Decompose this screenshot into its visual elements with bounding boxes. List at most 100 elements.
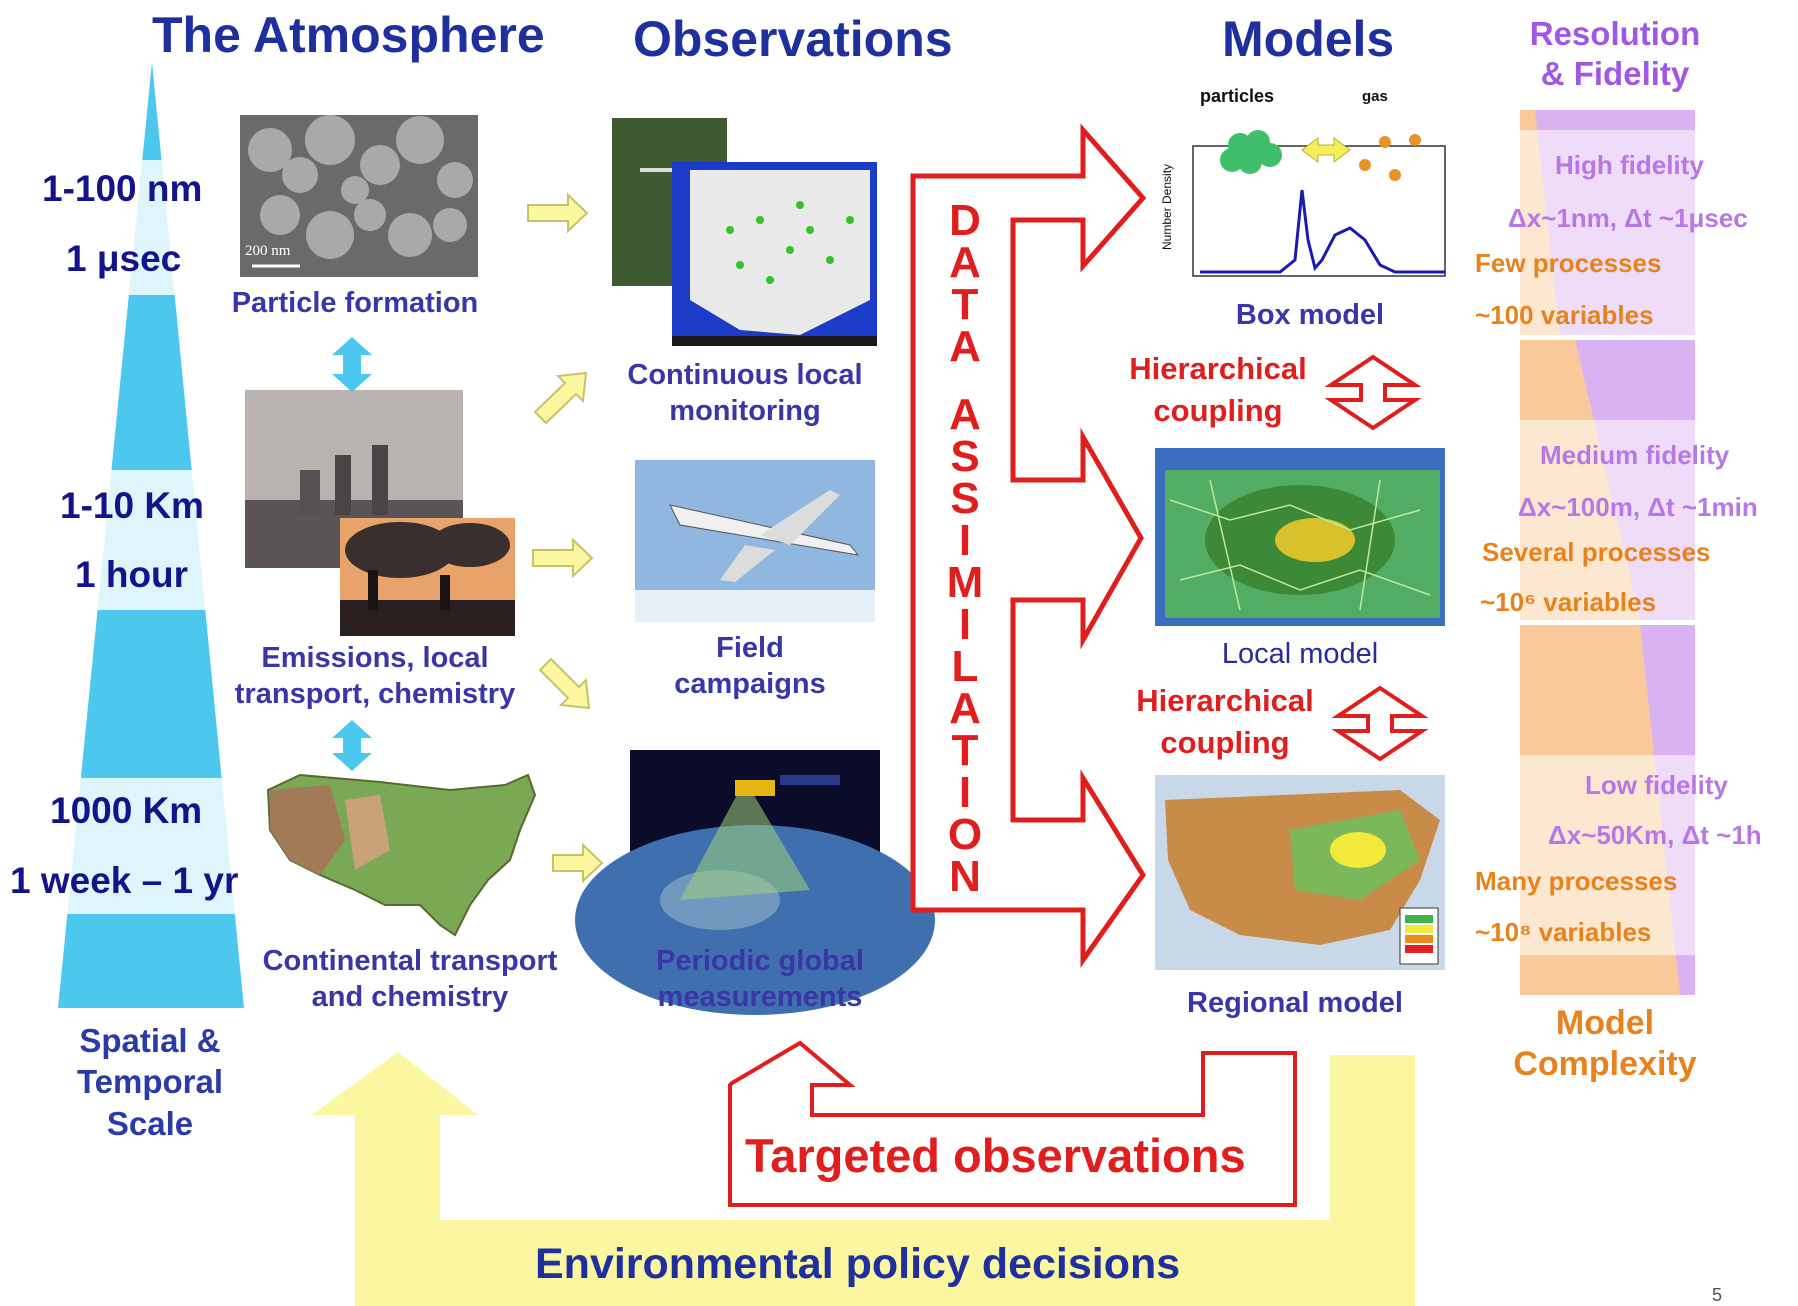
da-letter: A bbox=[949, 322, 981, 371]
medium-variables: ~10⁶ variables bbox=[1480, 587, 1657, 617]
field-caption-line2: campaigns bbox=[674, 668, 826, 701]
model-complexity-label: Model Complexity bbox=[1490, 1003, 1720, 1086]
data-assimilation-bracket bbox=[910, 123, 1147, 968]
low-variables: ~10⁸ variables bbox=[1475, 917, 1652, 947]
obs-arrows bbox=[527, 192, 604, 884]
targeted-observations-label: Targeted observations bbox=[745, 1129, 1246, 1182]
da-letter: A bbox=[949, 390, 981, 439]
low-fidelity: Low fidelity bbox=[1585, 770, 1728, 800]
scale-time-2: 1 hour bbox=[75, 554, 189, 595]
da-letter: T bbox=[951, 280, 979, 329]
pyramid-band-3 bbox=[40, 778, 260, 914]
monitoring-map-image bbox=[672, 162, 877, 346]
da-letter: A bbox=[949, 238, 981, 287]
continental-caption-line2: and chemistry bbox=[311, 981, 509, 1014]
regional-model-caption: Regional model bbox=[1187, 987, 1403, 1019]
periodic-measurements-caption: Periodic global measurements bbox=[620, 943, 900, 1016]
low-processes: Many processes bbox=[1475, 866, 1678, 896]
header-resolution-line2: & Fidelity bbox=[1540, 54, 1690, 92]
header-models: Models bbox=[1222, 11, 1395, 67]
da-letter: O bbox=[947, 810, 983, 859]
coupling-2-line1: Hierarchical bbox=[1136, 683, 1314, 718]
scale-caption-line2: Temporal bbox=[76, 1063, 224, 1101]
scale-size-2: 1-10 Km bbox=[60, 485, 204, 526]
da-letter: I bbox=[958, 600, 972, 649]
emissions-caption: Emissions, local transport, chemistry bbox=[210, 640, 540, 713]
coupling-arrows bbox=[1324, 354, 1429, 762]
high-variables: ~100 variables bbox=[1475, 300, 1654, 330]
scale-caption: Spatial & Temporal Scale bbox=[40, 1020, 260, 1144]
continuous-caption-line1: Continuous local bbox=[627, 359, 863, 391]
local-model-caption: Local model bbox=[1221, 638, 1379, 670]
box-ylabel: Number Density bbox=[1160, 163, 1174, 250]
policy-arrow-base bbox=[355, 1220, 1415, 1306]
scale-caption-line1: Spatial & bbox=[79, 1022, 221, 1059]
header-resolution-line1: Resolution bbox=[1529, 15, 1701, 52]
da-letter: N bbox=[949, 852, 981, 901]
pyramid-band-1 bbox=[40, 160, 260, 295]
regional-model-map bbox=[1155, 775, 1445, 970]
scale-time-1: 1 μsec bbox=[66, 238, 182, 279]
scale-caption-line3: Scale bbox=[106, 1104, 194, 1142]
periodic-caption-line2: measurements bbox=[657, 981, 863, 1014]
pyramid-band-2 bbox=[40, 470, 260, 610]
satellite-image bbox=[575, 750, 935, 1015]
medium-resolution: Δx~100m, Δt ~1min bbox=[1518, 492, 1758, 522]
emissions-caption-line1: Emissions, local bbox=[261, 642, 489, 674]
continuous-monitoring-caption: Continuous local monitoring bbox=[600, 357, 890, 430]
particle-sem-image bbox=[240, 115, 478, 277]
policy-arrow-head bbox=[312, 1052, 478, 1115]
resolution-fidelity-bars bbox=[1520, 110, 1695, 995]
high-processes: Few processes bbox=[1475, 248, 1662, 278]
medium-processes: Several processes bbox=[1482, 537, 1711, 567]
targeted-observations-arrow bbox=[728, 1040, 1297, 1207]
field-campaigns-caption: Field campaigns bbox=[630, 630, 870, 703]
low-resolution: Δx~50Km, Δt ~1h bbox=[1548, 820, 1762, 850]
page-number: 5 bbox=[1712, 1285, 1723, 1305]
box-model-chart bbox=[1192, 130, 1446, 277]
da-letter: I bbox=[958, 516, 972, 565]
atmo-double-arrows bbox=[332, 337, 372, 771]
box-gas-label: gas bbox=[1362, 88, 1388, 105]
da-letter: S bbox=[950, 432, 980, 481]
box-model-caption: Box model bbox=[1235, 299, 1385, 331]
local-model-map bbox=[1155, 448, 1445, 626]
coupling-label-1: Hierarchical coupling bbox=[1118, 348, 1318, 432]
coupling-2-line2: coupling bbox=[1160, 724, 1290, 760]
header-resolution: Resolution & Fidelity bbox=[1505, 14, 1725, 93]
sem-scale-bar-label: 200 nm bbox=[245, 243, 291, 259]
da-letter: T bbox=[951, 726, 979, 775]
continental-caption-line1: Continental transport bbox=[262, 945, 558, 977]
da-letter: L bbox=[951, 642, 979, 691]
da-letter: S bbox=[950, 474, 980, 523]
da-letter: D bbox=[949, 196, 981, 245]
airplane-image bbox=[635, 460, 875, 622]
high-fidelity: High fidelity bbox=[1555, 150, 1704, 180]
scale-size-3: 1000 Km bbox=[50, 790, 203, 831]
periodic-caption-line1: Periodic global bbox=[656, 945, 864, 977]
da-letter: A bbox=[949, 684, 981, 733]
emissions-caption-line2: transport, chemistry bbox=[234, 678, 516, 711]
da-letter: I bbox=[958, 768, 972, 817]
factory-smoke-image bbox=[340, 518, 515, 636]
policy-arrow-shaft-right bbox=[1330, 1055, 1415, 1305]
us-terrain-map bbox=[266, 773, 537, 937]
continental-caption: Continental transport and chemistry bbox=[240, 943, 580, 1016]
box-model-curve bbox=[1200, 189, 1445, 274]
complexity-line1: Model bbox=[1555, 1004, 1655, 1042]
coupling-1-line1: Hierarchical bbox=[1129, 351, 1307, 386]
high-resolution: Δx~1nm, Δt ~1μsec bbox=[1508, 203, 1748, 233]
complexity-line2: Complexity bbox=[1513, 1045, 1697, 1084]
medium-fidelity: Medium fidelity bbox=[1540, 440, 1730, 470]
coupling-1-line2: coupling bbox=[1153, 392, 1283, 428]
particle-formation-caption: Particle formation bbox=[231, 287, 479, 319]
policy-decisions-label: Environmental policy decisions bbox=[535, 1240, 1181, 1288]
header-atmosphere: The Atmosphere bbox=[152, 7, 545, 63]
field-caption-line1: Field bbox=[716, 632, 784, 664]
continuous-caption-line2: monitoring bbox=[669, 395, 821, 428]
scale-time-3: 1 week – 1 yr bbox=[10, 860, 239, 901]
coupling-label-2: Hierarchical coupling bbox=[1125, 680, 1325, 764]
da-letter: M bbox=[946, 558, 984, 607]
